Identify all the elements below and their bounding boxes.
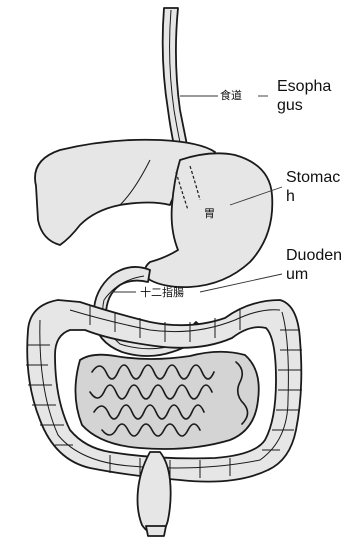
stomach-label-jp: 胃	[204, 207, 215, 220]
stomach-label-en: Stomac h	[286, 168, 340, 206]
duodenum-label-en: Duoden um	[286, 246, 342, 284]
esophagus-label-jp: 食道	[220, 89, 242, 102]
esophagus	[163, 8, 190, 162]
esophagus-label-en: Esopha gus	[277, 77, 331, 115]
small-intestine	[75, 352, 258, 449]
duodenum-label-jp: 十二指腸	[140, 286, 184, 299]
